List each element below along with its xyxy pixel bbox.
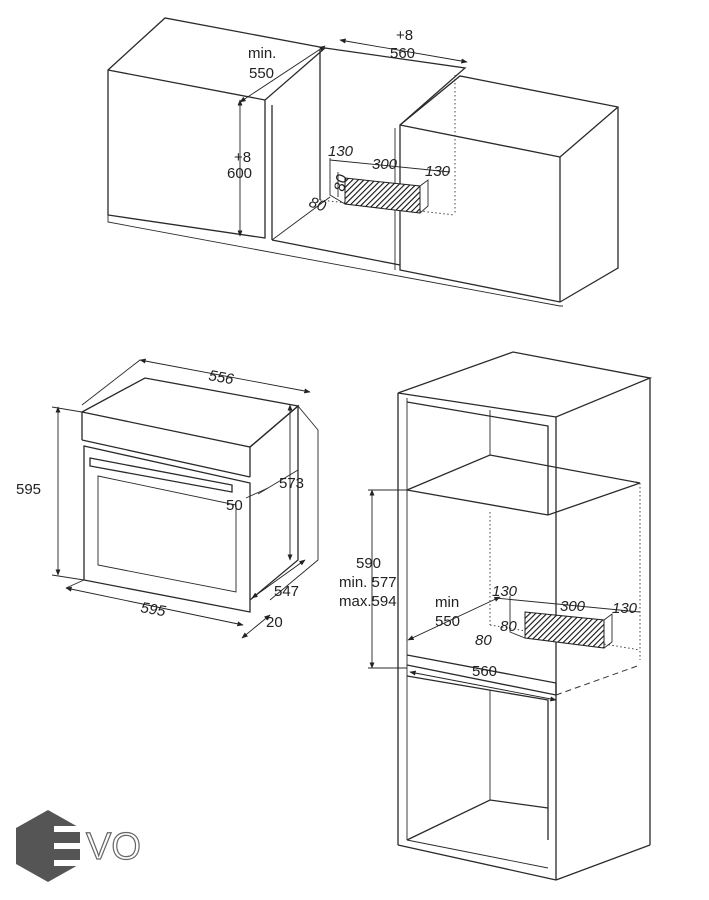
evo-logo: VO [16,810,142,882]
oven-top-width-label: 556 [207,367,235,388]
tall-vent-depth-label: 80 [475,632,492,649]
tall-vent-left-label: 130 [492,583,518,600]
top-depth-min-label: min. [248,45,276,62]
tall-cabinet-dimension-labels: 590 min. 577 max.594 min 550 130 300 130… [339,555,638,680]
logo-text: VO [86,826,141,868]
top-height-tol-label: +8 [234,149,251,166]
top-width-tol-label: +8 [396,27,413,44]
oven-height-label: 595 [16,481,41,498]
oven-front-width-label: 595 [139,599,167,620]
top-height-value-label: 600 [227,165,252,182]
top-vent-center-label: 300 [372,156,398,173]
oven-handle-offset-label: 50 [226,497,243,514]
top-vent-depth-label: 80 [307,194,329,216]
top-cabinet-run [107,17,619,307]
tall-depth-min-label: min [435,594,459,611]
oven-handle [89,457,233,493]
tall-vent-slot [524,611,605,649]
top-vent-height-label: 80 [331,173,351,193]
tall-width-value-label: 560 [472,663,497,680]
top-vent-right-label: 130 [425,163,451,180]
tall-niche-height-label: 590 [356,555,381,572]
top-width-value-label: 560 [390,45,415,62]
oven-unit [51,358,319,639]
top-depth-value-label: 550 [249,65,274,82]
left-cabinet [107,17,327,239]
right-cabinet [399,75,619,303]
tall-niche-min-label: min. 577 [339,574,397,591]
oven-door-thickness-label: 20 [266,614,283,631]
oven-side-height-label: 573 [279,475,304,492]
tall-vent-right-label: 130 [612,600,638,617]
tall-vent-center-label: 300 [560,598,586,615]
tall-niche-max-label: max.594 [339,593,397,610]
oven-body-depth-label: 547 [274,583,299,600]
top-vent-slot [344,177,421,214]
tall-depth-value-label: 550 [435,613,460,630]
top-dimension-labels: min. 550 +8 560 +8 600 130 300 130 80 80 [227,27,451,216]
oven-top-face [80,377,300,448]
tall-vent-height-label: 80 [500,618,517,635]
oven-dimension-labels: 556 595 595 573 50 547 20 [16,367,304,631]
tall-cabinet [368,351,653,881]
top-vent-left-label: 130 [328,143,354,160]
oven-door [83,445,251,613]
